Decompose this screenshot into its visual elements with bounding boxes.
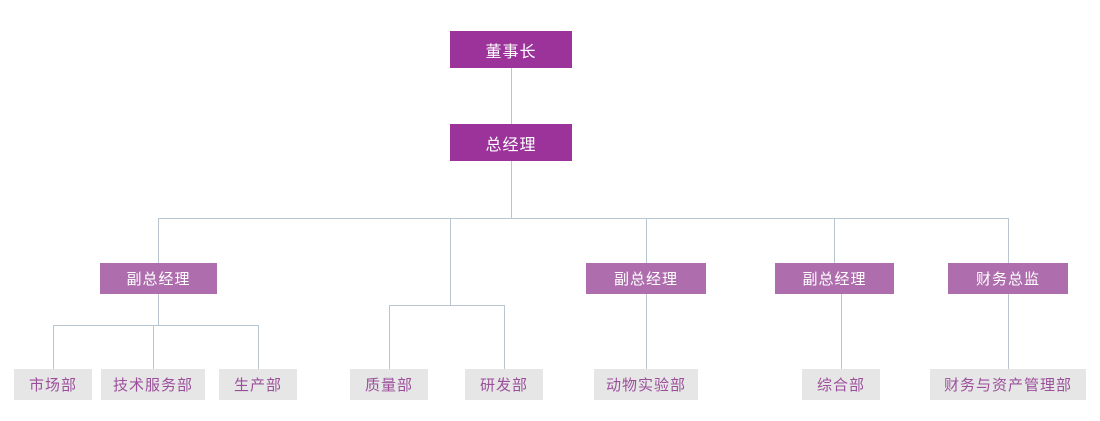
org-node-chairman[interactable]: 董事长	[450, 31, 572, 68]
org-node-gm[interactable]: 总经理	[450, 124, 572, 161]
org-node-dept-rd[interactable]: 研发部	[465, 369, 543, 400]
org-node-dept-quality[interactable]: 质量部	[350, 369, 428, 400]
connector-vp1-to-production	[258, 325, 259, 369]
org-node-vp2[interactable]: 副总经理	[586, 263, 706, 294]
org-node-dept-general[interactable]: 综合部	[802, 369, 880, 400]
connector-vp1-to-techsvc	[153, 325, 154, 369]
connector-level3-bus	[158, 218, 1008, 219]
org-node-dept-animallab[interactable]: 动物实验部	[594, 369, 698, 400]
connector-vp2-to-animallab	[646, 294, 647, 369]
connector-vp1-bus	[53, 325, 258, 326]
org-node-vp3[interactable]: 副总经理	[775, 263, 894, 294]
connector-cfo-to-finance	[1008, 294, 1009, 369]
org-node-vp1[interactable]: 副总经理	[100, 263, 217, 294]
connector-vp1-to-market	[53, 325, 54, 369]
org-node-dept-techsvc[interactable]: 技术服务部	[101, 369, 205, 400]
org-node-dept-finance[interactable]: 财务与资产管理部	[930, 369, 1086, 400]
org-node-dept-production[interactable]: 生产部	[219, 369, 297, 400]
connector-vp3-to-general	[841, 294, 842, 369]
connector-mid-to-rd	[504, 305, 505, 369]
connector-bus-to-midbranch	[450, 218, 451, 305]
org-node-cfo[interactable]: 财务总监	[948, 263, 1068, 294]
connector-gm-to-bus	[511, 161, 512, 218]
connector-mid-to-quality	[389, 305, 390, 369]
connector-bus-to-vp1	[158, 218, 159, 263]
connector-bus-to-vp2	[646, 218, 647, 263]
org-node-dept-market[interactable]: 市场部	[14, 369, 92, 400]
connector-bus-to-cfo	[1008, 218, 1009, 263]
connector-mid-bus	[389, 305, 504, 306]
connector-chairman-to-gm	[511, 68, 512, 124]
connector-bus-to-vp3	[834, 218, 835, 263]
connector-vp1-stem	[158, 294, 159, 325]
